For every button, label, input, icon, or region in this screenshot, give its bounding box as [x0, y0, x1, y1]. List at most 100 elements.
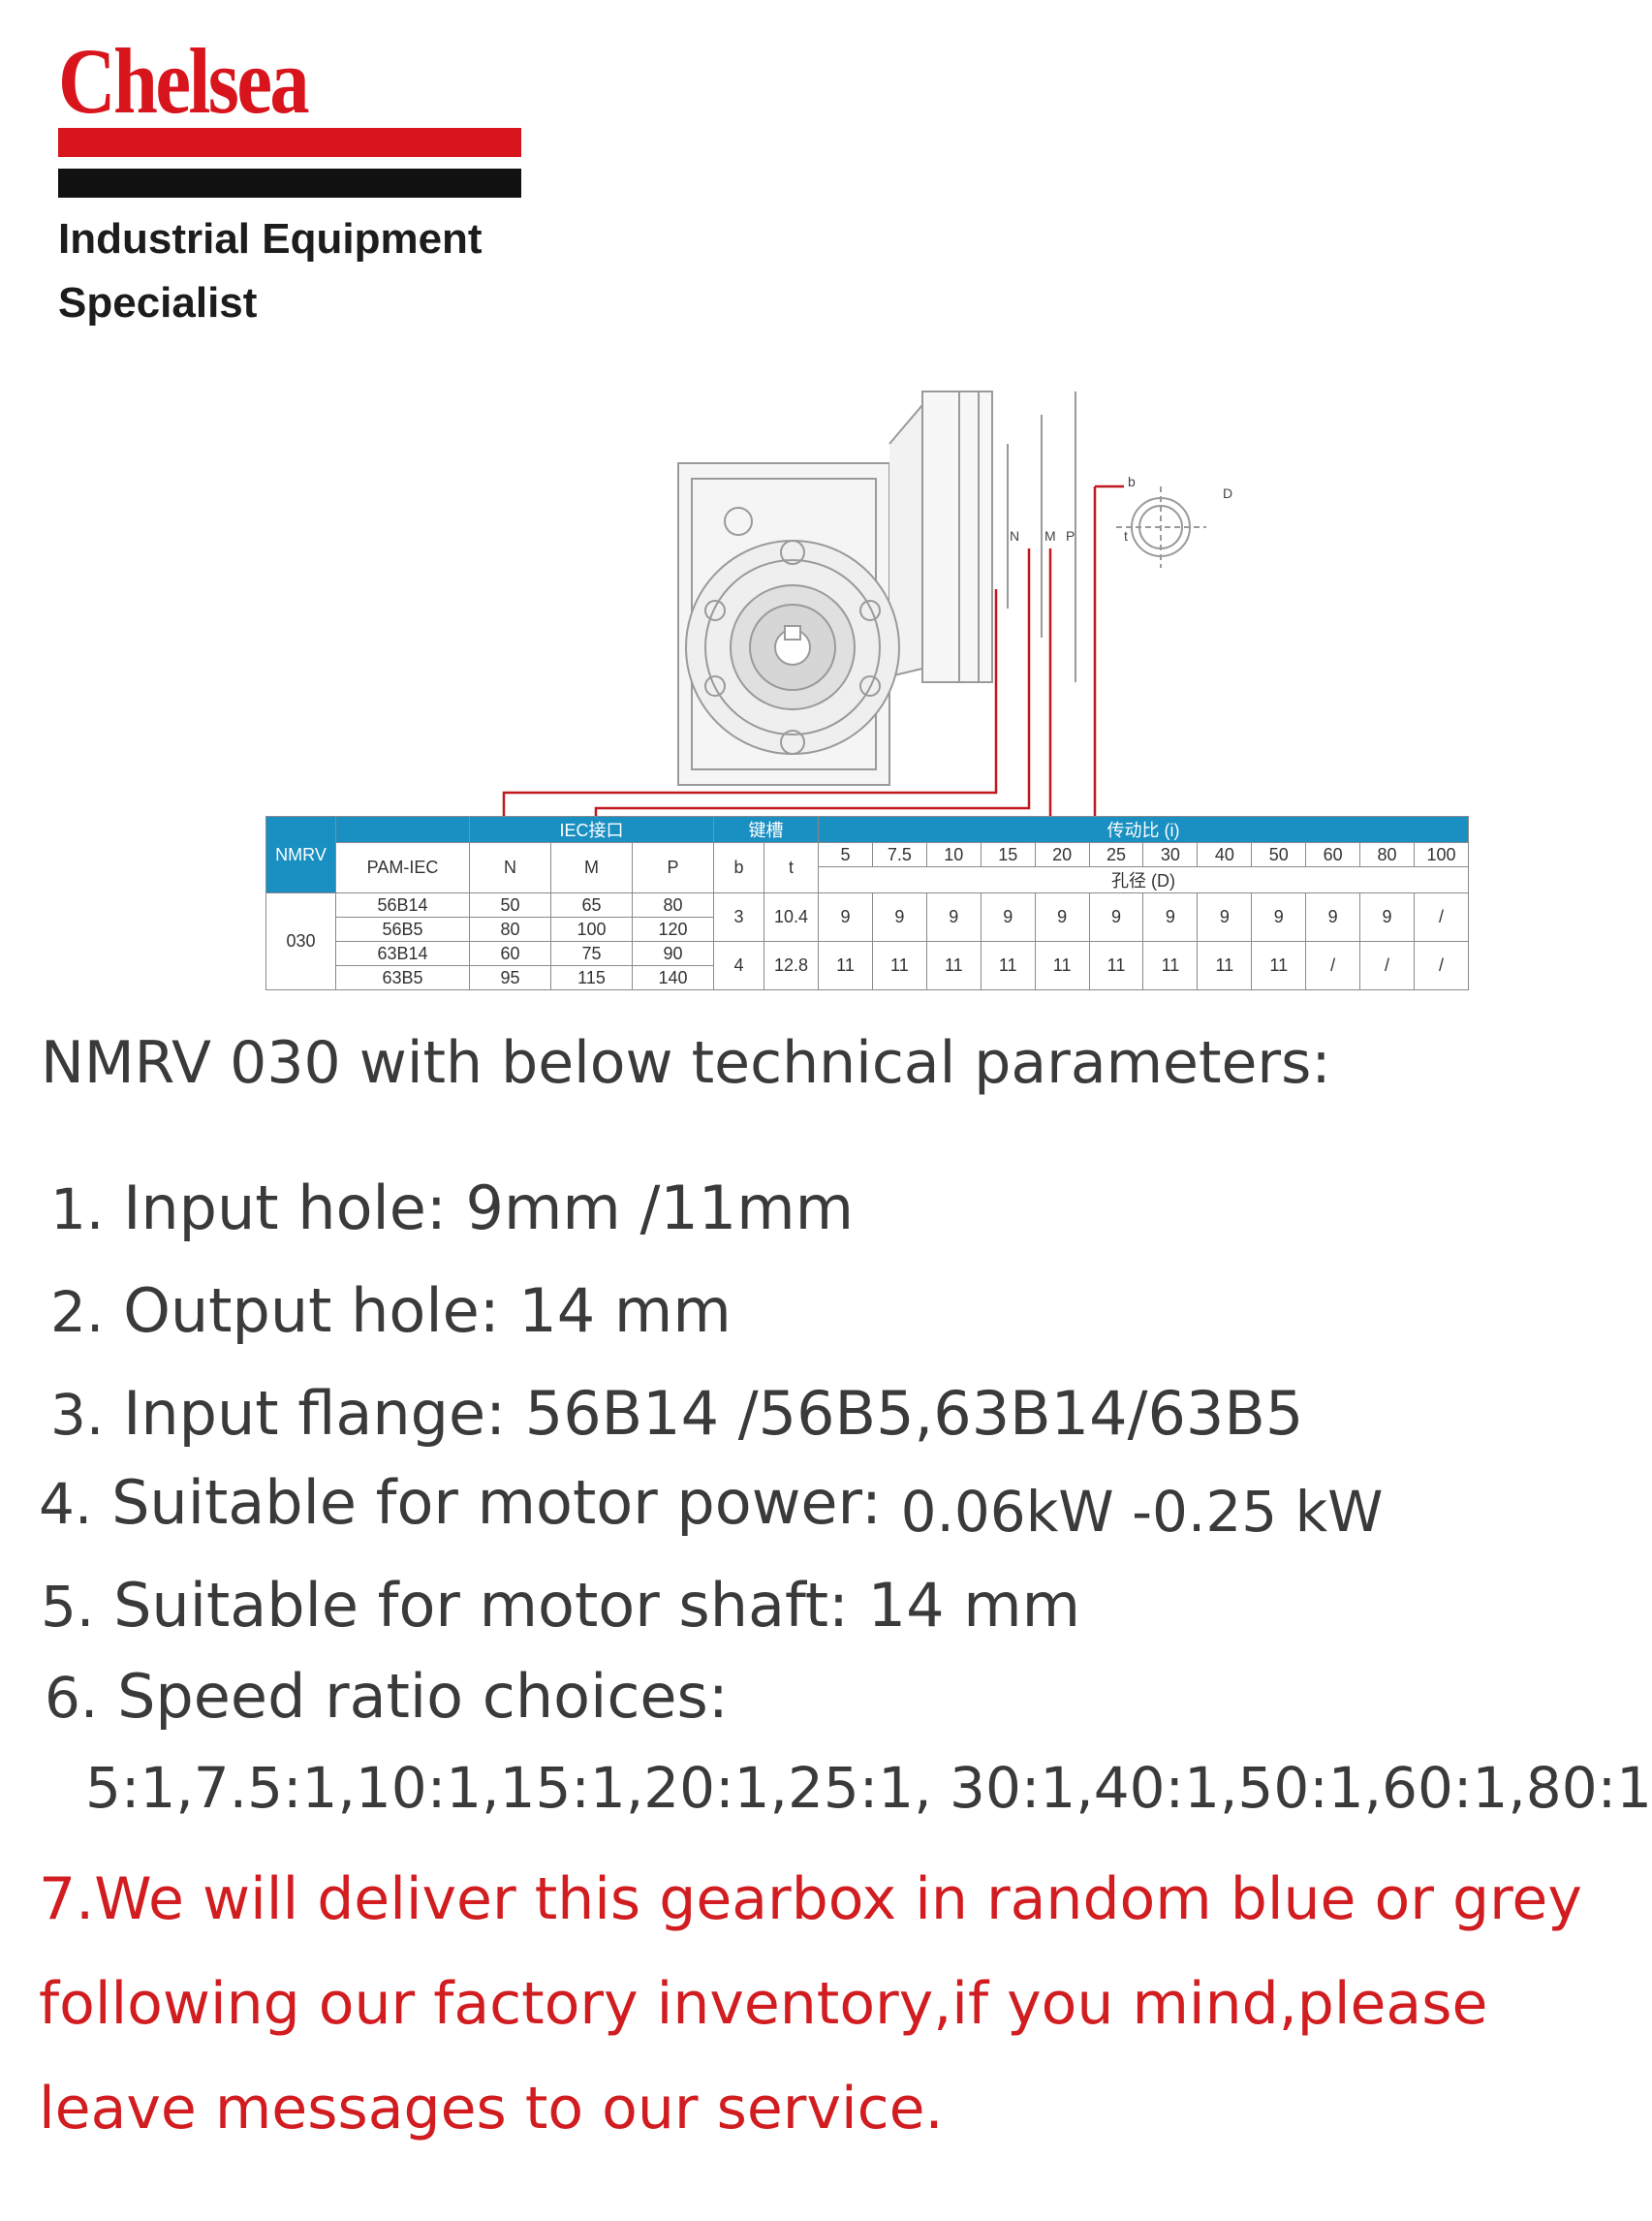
dim-m-label: M	[1044, 528, 1056, 544]
b-cell: 3	[713, 892, 765, 942]
bore-cell: /	[1305, 941, 1361, 990]
n-cell: 50	[469, 892, 551, 918]
bore-cell: 11	[1251, 941, 1307, 990]
bore-cell: 9	[1142, 892, 1199, 942]
bore-cell: 11	[925, 941, 982, 990]
brand-logo: Chelsea Industrial Equipment Specialist	[58, 35, 523, 335]
dim-n-label: N	[1010, 528, 1019, 544]
ratio-header: 20	[1034, 842, 1090, 867]
param-speed-ratio: 6. Speed ratio choices:	[45, 1667, 729, 1727]
bore-cell: 9	[1305, 892, 1361, 942]
col-b: b	[713, 842, 765, 893]
bore-cell: 11	[818, 941, 873, 990]
pam-cell: 56B14	[335, 892, 470, 918]
tagline-line-1: Industrial Equipment	[58, 215, 483, 263]
ratio-header: 100	[1414, 842, 1469, 867]
m-cell: 115	[550, 965, 633, 990]
bore-header: 孔径 (D)	[818, 866, 1469, 893]
item-text: Input hole: 9mm /11mm	[123, 1173, 855, 1243]
pam-cell: 63B14	[335, 941, 470, 966]
n-cell: 95	[469, 965, 551, 990]
gearbox-drawing: N M P t b D	[502, 391, 1232, 841]
bore-cell: 9	[1251, 892, 1307, 942]
m-cell: 75	[550, 941, 633, 966]
col-m: M	[550, 842, 633, 893]
ratio-header: 5	[818, 842, 873, 867]
ratio-header: 50	[1251, 842, 1307, 867]
item-text: Input flange: 56B14 /56B5,63B14/63B5	[123, 1378, 1304, 1449]
bore-cell: 9	[980, 892, 1036, 942]
b-cell: 4	[713, 941, 765, 990]
bore-cell: /	[1414, 892, 1469, 942]
bore-cell: 11	[871, 941, 927, 990]
brand-tagline: Industrial Equipment Specialist	[58, 207, 483, 335]
bore-cell: 9	[1088, 892, 1144, 942]
item-text: Output hole: 14 mm	[123, 1275, 732, 1346]
item-text: Suitable for motor shaft: 14 mm	[113, 1570, 1081, 1641]
pam-cell: 63B5	[335, 965, 470, 990]
item-number: 6.	[45, 1665, 99, 1731]
t-cell: 12.8	[764, 941, 820, 990]
ratio-header: 25	[1088, 842, 1144, 867]
spec-table: NMRV IEC接口 键槽 传动比 (i) PAM-IEC N M P b t …	[265, 816, 1469, 990]
bore-cell: 11	[980, 941, 1036, 990]
brand-name: Chelsea	[58, 29, 310, 133]
col-p: P	[631, 842, 715, 893]
color-notice: 7.We will deliver this gearbox in random…	[39, 1865, 1582, 2143]
item-text: Suitable for motor power:	[111, 1467, 882, 1538]
param-input-hole: 1. Input hole: 9mm /11mm	[50, 1178, 854, 1238]
ratio-header: 7.5	[871, 842, 927, 867]
col-t: t	[764, 842, 820, 893]
bore-cell: 9	[871, 892, 927, 942]
m-cell: 100	[550, 917, 633, 942]
ratio-header: 15	[980, 842, 1036, 867]
bore-cell: 11	[1088, 941, 1144, 990]
speed-ratio-list: 5:1,7.5:1,10:1,15:1,20:1,25:1, 30:1,40:1…	[85, 1755, 1652, 1821]
item-number: 3.	[50, 1382, 105, 1448]
ratio-header: 60	[1305, 842, 1361, 867]
logo-black-bar	[58, 169, 521, 198]
param-motor-power: 4. Suitable for motor power: 0.06kW -0.2…	[39, 1473, 1384, 1541]
ratio-header: 40	[1197, 842, 1253, 867]
m-cell: 65	[550, 892, 633, 918]
bore-cell: 9	[1359, 892, 1415, 942]
p-cell: 140	[631, 965, 715, 990]
n-cell: 80	[469, 917, 551, 942]
bore-cell: 11	[1142, 941, 1199, 990]
bore-cell: /	[1414, 941, 1469, 990]
params-title: NMRV 030 with below technical parameters…	[41, 1029, 1331, 1097]
motor-power-value: 0.06kW -0.25 kW	[900, 1479, 1384, 1545]
param-motor-shaft: 5. Suitable for motor shaft: 14 mm	[41, 1576, 1080, 1636]
param-input-flange: 3. Input flange: 56B14 /56B5,63B14/63B5	[50, 1384, 1303, 1444]
key-group-header: 键槽	[713, 816, 820, 843]
col-n: N	[469, 842, 551, 893]
p-cell: 90	[631, 941, 715, 966]
ratio-header: 10	[925, 842, 982, 867]
dim-p-label: P	[1066, 528, 1075, 544]
p-cell: 120	[631, 917, 715, 942]
dim-b-label: b	[1128, 474, 1136, 489]
model-cell: 030	[265, 892, 336, 990]
spec-table-wrap: NMRV IEC接口 键槽 传动比 (i) PAM-IEC N M P b t …	[265, 816, 1469, 990]
item-number: 2.	[50, 1279, 105, 1345]
n-cell: 60	[469, 941, 551, 966]
model-header: NMRV	[265, 816, 336, 893]
bore-cell: 9	[1034, 892, 1090, 942]
logo-red-bar	[58, 128, 521, 157]
ratio-group-header: 传动比 (i)	[818, 816, 1469, 843]
pam-cell: 56B5	[335, 917, 470, 942]
bore-cell: 11	[1034, 941, 1090, 990]
bore-cell: 9	[1197, 892, 1253, 942]
col-pam-iec: PAM-IEC	[335, 842, 470, 893]
p-cell: 80	[631, 892, 715, 918]
bore-cell: /	[1359, 941, 1415, 990]
bore-cell: 9	[925, 892, 982, 942]
bore-cell: 11	[1197, 941, 1253, 990]
param-output-hole: 2. Output hole: 14 mm	[50, 1281, 732, 1341]
ratio-header: 80	[1359, 842, 1415, 867]
item-text: Speed ratio choices:	[117, 1661, 729, 1732]
t-cell: 10.4	[764, 892, 820, 942]
tagline-line-2: Specialist	[58, 279, 258, 327]
item-number: 5.	[41, 1574, 95, 1640]
dim-d-label: D	[1223, 485, 1232, 501]
